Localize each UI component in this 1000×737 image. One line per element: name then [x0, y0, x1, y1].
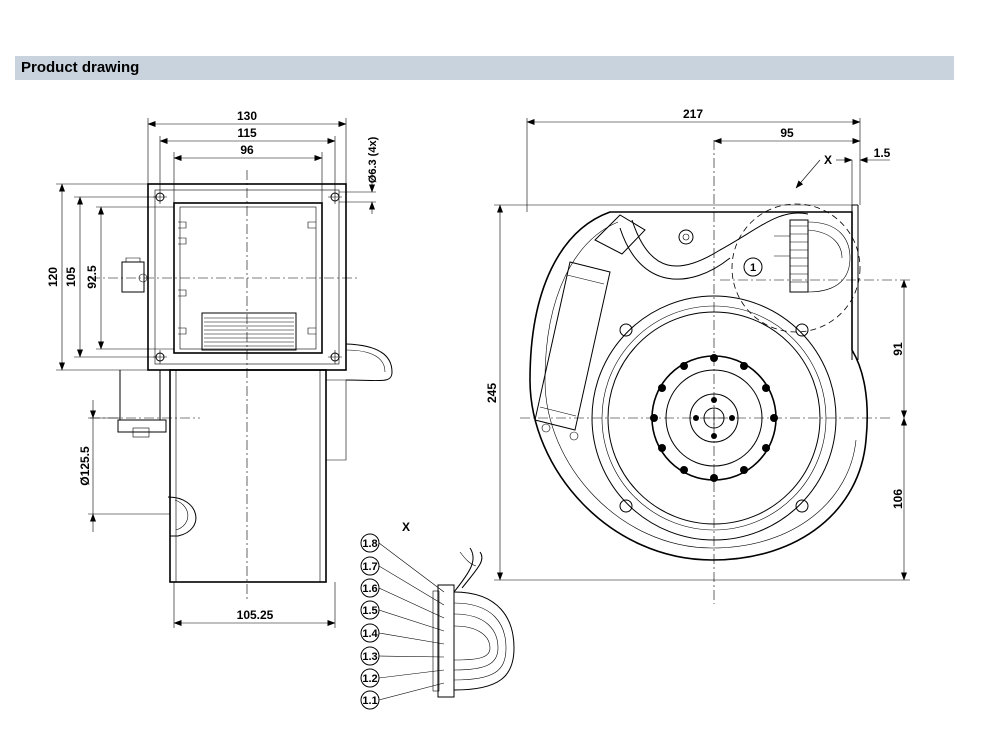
svg-text:1.7: 1.7: [362, 561, 377, 573]
svg-text:1.6: 1.6: [362, 583, 377, 595]
detail-connector: [437, 584, 455, 698]
dim-1-5: 1.5: [874, 146, 891, 160]
dim-120: 120: [46, 267, 60, 287]
dim-92-5: 92.5: [85, 265, 99, 289]
detail-marker-x: X: [824, 153, 832, 167]
detail-x-title: X: [402, 520, 410, 534]
motor-bracket: [117, 370, 167, 433]
detail-x: X 1.8 1.7 1.6 1.5: [360, 520, 515, 710]
dim-217: 217: [683, 107, 703, 121]
svg-text:1.8: 1.8: [362, 538, 377, 550]
front-connector: [789, 219, 809, 293]
pin-label: 1.7: [360, 556, 445, 606]
callout-number: 1: [750, 262, 756, 274]
side-inlet-opening: [173, 202, 323, 354]
impeller-blades: [201, 312, 297, 351]
pin-label: 1.4: [360, 623, 445, 645]
pin-label: 1.8: [360, 533, 445, 593]
pin-label: 1.1: [360, 682, 445, 710]
svg-text:1.3: 1.3: [362, 651, 377, 663]
capacitor: [121, 261, 145, 293]
dim-125-5: Ø125.5: [78, 446, 92, 486]
section-header: Product drawing: [15, 56, 954, 80]
dim-115: 115: [237, 126, 257, 140]
svg-text:1.1: 1.1: [362, 695, 377, 707]
pin-label: 1.5: [360, 600, 445, 632]
svg-text:1.5: 1.5: [362, 605, 377, 617]
dim-105: 105: [64, 267, 78, 287]
pin-label: 1.2: [360, 668, 445, 688]
svg-text:1.2: 1.2: [362, 673, 377, 685]
pin-label: 1.6: [360, 578, 445, 619]
callout-circle: [743, 257, 763, 277]
dim-130: 130: [237, 109, 257, 123]
dim-hole-dia: Ø6.3 (4x): [367, 136, 379, 183]
dim-95: 95: [780, 126, 794, 140]
dim-91: 91: [891, 342, 905, 356]
front-view: 217 95 1.5 X 1 245 91 106: [485, 107, 910, 604]
section-title: Product drawing: [21, 59, 140, 76]
side-view: 130 115 96 Ø6.3 (4x) 120 105 92.5: [46, 109, 393, 628]
pin-label: 1.3: [360, 646, 445, 666]
dim-105-25: 105.25: [237, 608, 274, 622]
dim-245: 245: [485, 383, 499, 403]
side-cable: [345, 343, 393, 382]
dim-106: 106: [891, 489, 905, 509]
dim-96: 96: [240, 143, 254, 157]
front-capacitor: [534, 261, 611, 431]
side-housing: [169, 369, 327, 583]
svg-text:1.4: 1.4: [362, 628, 378, 640]
front-housing: [529, 211, 869, 561]
cable-clip: [167, 496, 197, 537]
